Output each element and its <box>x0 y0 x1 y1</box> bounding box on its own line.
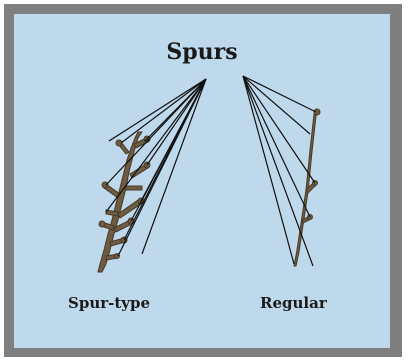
regular-leader-lines <box>242 75 317 267</box>
spur-type-leader-lines <box>105 78 207 257</box>
regular-label: Regular <box>260 294 327 312</box>
diagram-title: Spurs <box>166 39 238 65</box>
branch-illustration <box>97 75 321 273</box>
regular-branch <box>293 108 321 267</box>
spur-type-branch <box>97 131 151 273</box>
spur-type-label: Spur-type <box>68 294 151 312</box>
diagram-panel: Spurs <box>14 14 390 348</box>
